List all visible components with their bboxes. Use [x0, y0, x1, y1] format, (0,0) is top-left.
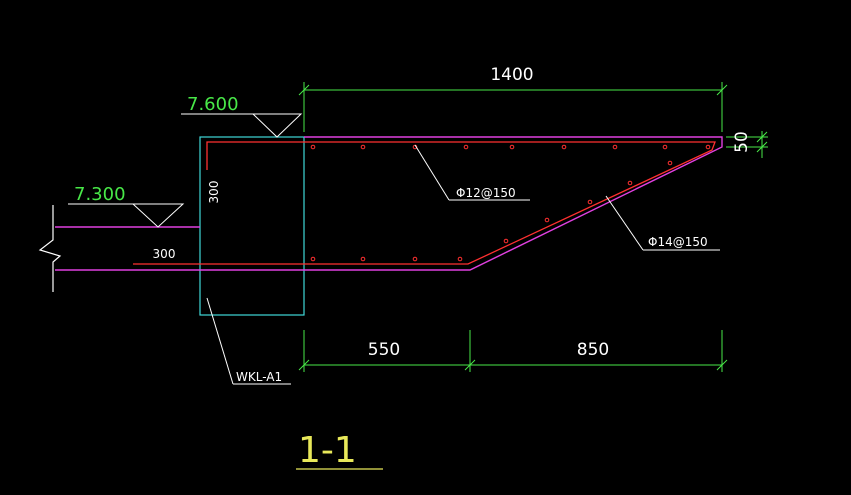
- cantilever-outline: [304, 136, 723, 271]
- elevation-top-triangle: [251, 113, 303, 138]
- top-rebar-leader: [414, 144, 450, 201]
- slab-label: 300: [153, 247, 176, 261]
- rebar-dot: [360, 144, 366, 150]
- beam-tag-leader: [206, 297, 234, 385]
- top-rebar-line: [206, 141, 716, 265]
- bottom-rebar-leader: [605, 195, 644, 251]
- rebar-dot: [463, 144, 469, 150]
- dimension-bottom: [298, 330, 728, 372]
- rebar-dot: [412, 256, 418, 262]
- rebar-dot: [310, 256, 316, 262]
- rebar-dot: [310, 144, 316, 150]
- elevation-top-label: 7.600: [187, 94, 239, 115]
- rebar-dot: [503, 238, 509, 244]
- dimension-overall-label: 1400: [490, 65, 533, 85]
- rebar-dot: [544, 217, 550, 223]
- rebar-dot: [457, 256, 463, 262]
- dimension-left-segment-label: 550: [368, 340, 400, 360]
- sloped-rebar-dots: [503, 160, 673, 244]
- bottom-rebar-label: Φ14@150: [648, 235, 708, 249]
- dimension-overall: [298, 82, 728, 132]
- rebar-dot: [662, 144, 668, 150]
- bottom-rebar-dots: [310, 256, 463, 262]
- break-line-symbol: [38, 205, 62, 292]
- rebar-dot: [360, 256, 366, 262]
- beam-tag-label: WKL-A1: [236, 370, 282, 384]
- dimension-right-segment-label: 850: [577, 340, 609, 360]
- rebar-dot: [705, 144, 711, 150]
- rebar-dot: [667, 160, 673, 166]
- section-title: 1-1: [298, 430, 357, 471]
- beam-height-label: 300: [207, 181, 221, 204]
- elevation-lower-label: 7.300: [74, 184, 126, 205]
- top-rebar-label: Φ12@150: [456, 186, 516, 200]
- rebar-dot: [627, 180, 633, 186]
- dimension-tip-label: 50: [732, 131, 752, 153]
- dimension-tip: [726, 131, 768, 158]
- rebar-dot: [587, 199, 593, 205]
- rebar-dot: [509, 144, 515, 150]
- top-rebar-dots: [310, 144, 711, 150]
- elevation-lower-triangle: [131, 203, 185, 228]
- beam-section-outline: [199, 136, 305, 316]
- rebar-dot: [612, 144, 618, 150]
- rebar-dot: [561, 144, 567, 150]
